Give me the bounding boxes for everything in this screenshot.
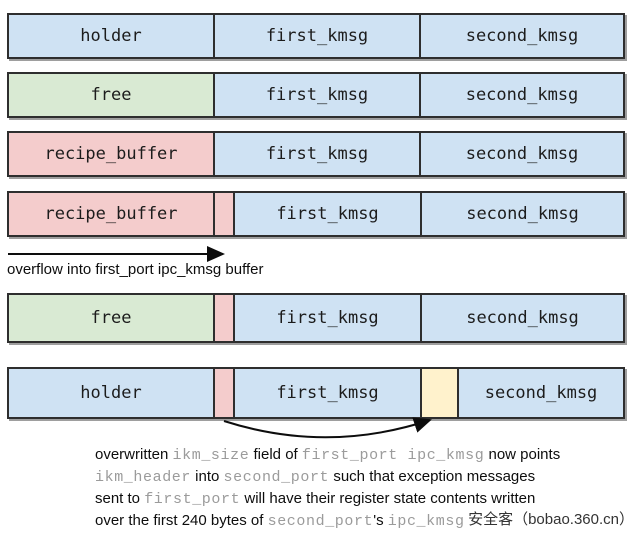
cell-recipe-buffer: recipe_buffer [9, 193, 215, 235]
caption-line: overwritten ikm_size field of first_port… [95, 444, 615, 466]
cell-second-kmsg: second_kmsg [421, 15, 623, 57]
cell-second-kmsg: second_kmsg [421, 133, 623, 175]
caption-text-segment: into [191, 468, 224, 485]
row-holder-reallocated: holder first_kmsg second_kmsg [7, 367, 625, 419]
cell-first-kmsg: first_kmsg [235, 193, 422, 235]
caption-line: over the first 240 bytes of second_port'… [95, 510, 615, 532]
cell-holder: holder [9, 369, 215, 417]
cell-second-kmsg: second_kmsg [421, 74, 623, 116]
caption-text-segment: such that exception messages [329, 468, 536, 485]
caption-text-segment: over the first 240 bytes of [95, 512, 268, 529]
overflow-sliver [215, 193, 235, 235]
cell-first-kmsg: first_kmsg [215, 133, 421, 175]
overflow-arrow-label: overflow into first_port ipc_kmsg buffer [7, 261, 264, 278]
caption-line: sent to first_port will have their regis… [95, 488, 615, 510]
caption-text-segment: now points [484, 446, 561, 463]
caption-line: ikm_header into second_port such that ex… [95, 466, 615, 488]
caption-text-segment: 's [373, 512, 388, 529]
cell-second-kmsg: second_kmsg [459, 369, 623, 417]
ikm-header-redirect-arrow [223, 417, 432, 439]
overflow-sliver [215, 295, 235, 341]
caption-code-term: ipc_kmsg [387, 513, 465, 530]
caption-text: overwritten ikm_size field of first_port… [95, 444, 615, 532]
caption-code-term: first_port [144, 491, 241, 508]
caption-code-term: second_port [223, 469, 330, 486]
caption-text-segment: field of [249, 446, 302, 463]
caption-code-term: ikm_size [172, 447, 250, 464]
cell-free: free [9, 74, 215, 116]
caption-text-segment: will have their register state contents … [240, 490, 536, 507]
cell-holder: holder [9, 15, 215, 57]
cell-second-kmsg: second_kmsg [422, 295, 623, 341]
caption-text-segment: overwritten [95, 446, 173, 463]
cell-first-kmsg: first_kmsg [215, 15, 421, 57]
caption-text-segment: sent to [95, 490, 145, 507]
caption-code-term: ikm_header [95, 469, 192, 486]
cell-second-kmsg: second_kmsg [422, 193, 623, 235]
cell-recipe-buffer: recipe_buffer [9, 133, 215, 175]
cell-first-kmsg: first_kmsg [235, 295, 422, 341]
watermark: 安全客（bobao.360.cn） [468, 511, 634, 528]
cell-free: free [9, 295, 215, 341]
overwritten-region-sliver [422, 369, 459, 417]
cell-first-kmsg: first_kmsg [215, 74, 421, 116]
overflow-sliver [215, 369, 235, 417]
caption-code-term: first_port ipc_kmsg [301, 447, 485, 464]
cell-first-kmsg: first_kmsg [235, 369, 422, 417]
caption-code-term: second_port [267, 513, 374, 530]
